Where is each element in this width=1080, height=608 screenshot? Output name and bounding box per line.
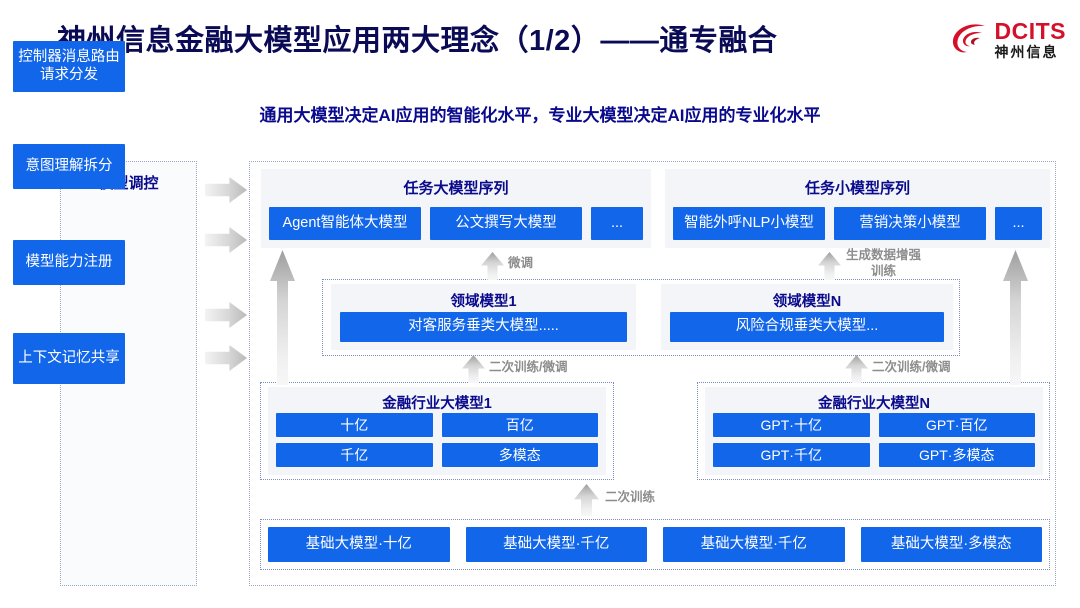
industry-n-cell-gpt-hundredbillion[interactable]: GPT·千亿: [713, 443, 870, 467]
page-subtitle: 通用大模型决定AI应用的智能化水平，专业大模型决定AI应用的专业化水平: [0, 101, 1080, 126]
industry-model-n-title: 金融行业大模型N: [818, 396, 930, 412]
arrow-label-retrain-right: 二次训练/微调: [872, 360, 951, 374]
domain-model-n-title: 领域模型N: [772, 294, 842, 310]
industry-1-cell-multimodal[interactable]: 多模态: [441, 443, 598, 467]
domain-model-n-chip[interactable]: 风险合规垂类大模型...: [670, 312, 944, 342]
right-arrow-icon-4: [205, 345, 247, 371]
industry-model-1-grid: 十亿 百亿 千亿 多模态: [276, 413, 598, 467]
task-small-model-sequence-title: 任务小模型序列: [804, 180, 910, 197]
task-model-agent[interactable]: Agent智能体大模型: [269, 207, 421, 240]
domain-model-1: 领域模型1 对客服务垂类大模型.....: [331, 284, 636, 350]
industry-n-cell-gpt-multimodal[interactable]: GPT·多模态: [878, 443, 1035, 467]
control-item-capability-registry[interactable]: 模型能力注册: [13, 240, 125, 285]
industry-model-n-grid: GPT·十亿 GPT·百亿 GPT·千亿 GPT·多模态: [713, 413, 1035, 467]
base-model-trillion-2[interactable]: 基础大模型·千亿: [663, 527, 845, 562]
task-model-outbound-nlp[interactable]: 智能外呼NLP小模型: [673, 207, 825, 240]
industry-n-cell-gpt-tenbillion[interactable]: GPT·百亿: [878, 413, 1035, 437]
task-small-model-chip-row: 智能外呼NLP小模型 营销决策小模型 ...: [673, 207, 1042, 240]
task-model-more-small[interactable]: ...: [995, 207, 1042, 240]
base-model-row: 基础大模型·十亿 基础大模型·千亿 基础大模型·千亿 基础大模型·多模态: [268, 527, 1042, 562]
industry-1-cell-billion[interactable]: 十亿: [276, 413, 433, 437]
right-arrow-icon-2: [205, 227, 247, 253]
industry-model-1: 金融行业大模型1 十亿 百亿 千亿 多模态: [268, 387, 606, 475]
task-model-marketing[interactable]: 营销决策小模型: [834, 207, 986, 240]
domain-model-group: [322, 279, 960, 356]
control-item-context-memory[interactable]: 上下文记忆共享: [13, 333, 125, 384]
domain-model-n: 领域模型N 风险合规垂类大模型...: [661, 284, 953, 350]
arrow-label-finetune-left: 微调: [508, 256, 534, 270]
right-arrow-icon-3: [205, 302, 247, 328]
industry-model-n: 金融行业大模型N GPT·十亿 GPT·百亿 GPT·千亿 GPT·多模态: [705, 387, 1043, 475]
task-large-model-sequence-title: 任务大模型序列: [403, 180, 509, 197]
arrow-label-data-augment: 生成数据增强训练: [846, 248, 922, 278]
domain-model-1-chip[interactable]: 对客服务垂类大模型.....: [340, 312, 627, 342]
task-model-doc-writing[interactable]: 公文撰写大模型: [430, 207, 582, 240]
arrow-label-second-train: 二次训练: [605, 490, 656, 504]
dcits-swirl-icon: [949, 18, 991, 60]
industry-1-cell-tenbillion[interactable]: 百亿: [441, 413, 598, 437]
architecture-stage: [249, 161, 1056, 586]
task-large-model-sequence: 任务大模型序列 Agent智能体大模型 公文撰写大模型 ...: [261, 169, 651, 248]
control-item-message-routing[interactable]: 控制器消息路由请求分发: [13, 41, 125, 92]
arrow-label-retrain-left: 二次训练/微调: [489, 360, 568, 374]
task-small-model-sequence: 任务小模型序列 智能外呼NLP小模型 营销决策小模型 ...: [665, 169, 1050, 248]
logo-wordmark-en: DCITS: [994, 17, 1066, 44]
task-large-model-chip-row: Agent智能体大模型 公文撰写大模型 ...: [269, 207, 643, 240]
base-model-group: [260, 519, 1050, 570]
base-model-trillion-1[interactable]: 基础大模型·千亿: [465, 527, 647, 562]
domain-model-1-title: 领域模型1: [450, 294, 517, 310]
right-arrow-icon-1: [205, 177, 247, 203]
logo-wordmark-cn: 神州信息: [994, 43, 1059, 60]
industry-1-cell-hundredbillion[interactable]: 千亿: [276, 443, 433, 467]
base-model-multimodal[interactable]: 基础大模型·多模态: [860, 527, 1042, 562]
base-model-billion[interactable]: 基础大模型·十亿: [268, 527, 450, 562]
page-title: 神州信息金融大模型应用两大理念（1/2）——通专融合: [57, 25, 778, 57]
task-model-more[interactable]: ...: [591, 207, 643, 240]
industry-model-1-title: 金融行业大模型1: [382, 396, 492, 412]
industry-model-1-group: [260, 382, 614, 480]
industry-n-cell-gpt-billion[interactable]: GPT·十亿: [713, 413, 870, 437]
page-subtitle-text: 通用大模型决定AI应用的智能化水平，专业大模型决定AI应用的专业化水平: [259, 106, 821, 125]
industry-model-n-group: [697, 382, 1050, 480]
control-item-intent-parsing[interactable]: 意图理解拆分: [13, 144, 125, 189]
brand-logo: DCITS 神州信息: [949, 18, 1067, 60]
